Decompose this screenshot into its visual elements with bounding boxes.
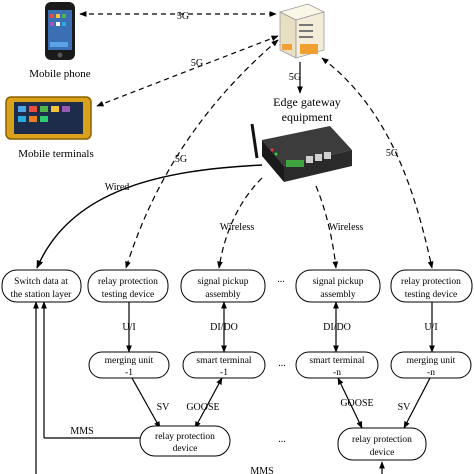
link-st-rpd-left [194, 377, 223, 429]
link-server-rpt-right [321, 57, 434, 269]
link-mu-rpd-right [403, 377, 431, 429]
svg-text:testing device: testing device [102, 290, 155, 300]
svg-text:relay protection: relay protection [155, 432, 215, 442]
router-icon [250, 123, 352, 182]
svg-text:assembly: assembly [320, 290, 356, 300]
svg-text:assembly: assembly [205, 290, 241, 300]
label-dido-left: DI/DO [210, 322, 238, 333]
label-dido-right: DI/DO [323, 322, 351, 333]
node-spa-left: signal pickup assembly [180, 269, 266, 303]
node-rpt-right: relay protection testing device [390, 269, 473, 303]
ellipsis-row3: ... [278, 434, 286, 445]
link-wireless-right [315, 185, 339, 269]
svg-text:merging unit: merging unit [407, 356, 456, 366]
svg-text:-1: -1 [220, 368, 228, 378]
node-rpd-left: relay protection device [139, 425, 231, 457]
svg-text:-n: -n [333, 368, 341, 378]
label-5g-phone: 5G [177, 11, 189, 22]
label-5g-left: 5G [175, 154, 187, 165]
svg-text:signal pickup: signal pickup [313, 277, 364, 287]
node-switch-data: Switch data at the station layer [1, 269, 82, 303]
svg-text:testing device: testing device [405, 290, 458, 300]
link-wired [36, 164, 263, 269]
node-mu-right: merging unit -n [390, 351, 472, 379]
svg-text:merging unit: merging unit [105, 356, 154, 366]
svg-text:smart terminal: smart terminal [196, 356, 251, 366]
label-ui-right: U/I [424, 322, 437, 333]
svg-text:-1: -1 [125, 368, 133, 378]
svg-text:relay protection: relay protection [401, 277, 461, 287]
node-st-left: smart terminal -1 [182, 351, 266, 379]
node-mu-left: merging unit -1 [88, 351, 170, 379]
ellipsis-row2: ... [278, 358, 286, 369]
label-5g-right: 5G [386, 148, 398, 159]
label-wired: Wired [105, 182, 130, 193]
svg-text:Switch data at: Switch data at [14, 277, 68, 287]
label-goose-left: GOOSE [186, 402, 219, 413]
svg-text:the station layer: the station layer [11, 290, 73, 300]
label-goose-right: GOOSE [340, 398, 373, 409]
label-sv-right: SV [398, 402, 412, 413]
node-rpd-right: relay protection device [337, 427, 427, 461]
smartphone-icon [45, 2, 75, 60]
label-mms-2: MMS [250, 466, 273, 474]
svg-text:device: device [173, 444, 198, 454]
label-wireless-right: Wireless [329, 222, 364, 233]
node-st-right: smart terminal -n [295, 351, 379, 379]
link-terminals-server [96, 35, 279, 107]
label-5g-terminals: 5G [191, 58, 203, 69]
label-edge-gateway-1: Edge gateway [273, 95, 341, 109]
svg-text:-n: -n [427, 368, 435, 378]
label-edge-gateway-2: equipment [282, 110, 333, 124]
svg-text:relay protection: relay protection [352, 435, 412, 445]
label-ui-left: U/I [122, 322, 135, 333]
server-icon [278, 3, 326, 59]
label-mms-1: MMS [70, 426, 93, 437]
ellipsis-row1: ... [277, 274, 285, 285]
tablet-icon [5, 96, 92, 140]
label-5g-gateway: 5G [289, 72, 301, 83]
svg-text:smart terminal: smart terminal [309, 356, 364, 366]
link-mu-rpd-left [131, 377, 161, 429]
link-server-rpt-left [125, 39, 279, 269]
node-rpt-left: relay protection testing device [87, 269, 169, 303]
svg-text:relay protection: relay protection [98, 277, 158, 287]
svg-text:device: device [370, 448, 395, 458]
label-wireless-left: Wireless [220, 222, 255, 233]
label-sv-left: SV [157, 402, 171, 413]
svg-text:signal pickup: signal pickup [198, 277, 249, 287]
link-st-rpd-right [337, 377, 363, 429]
label-mobile-terminals: Mobile terminals [18, 148, 93, 160]
label-mobile-phone: Mobile phone [29, 68, 91, 80]
node-spa-right: signal pickup assembly [295, 269, 381, 303]
